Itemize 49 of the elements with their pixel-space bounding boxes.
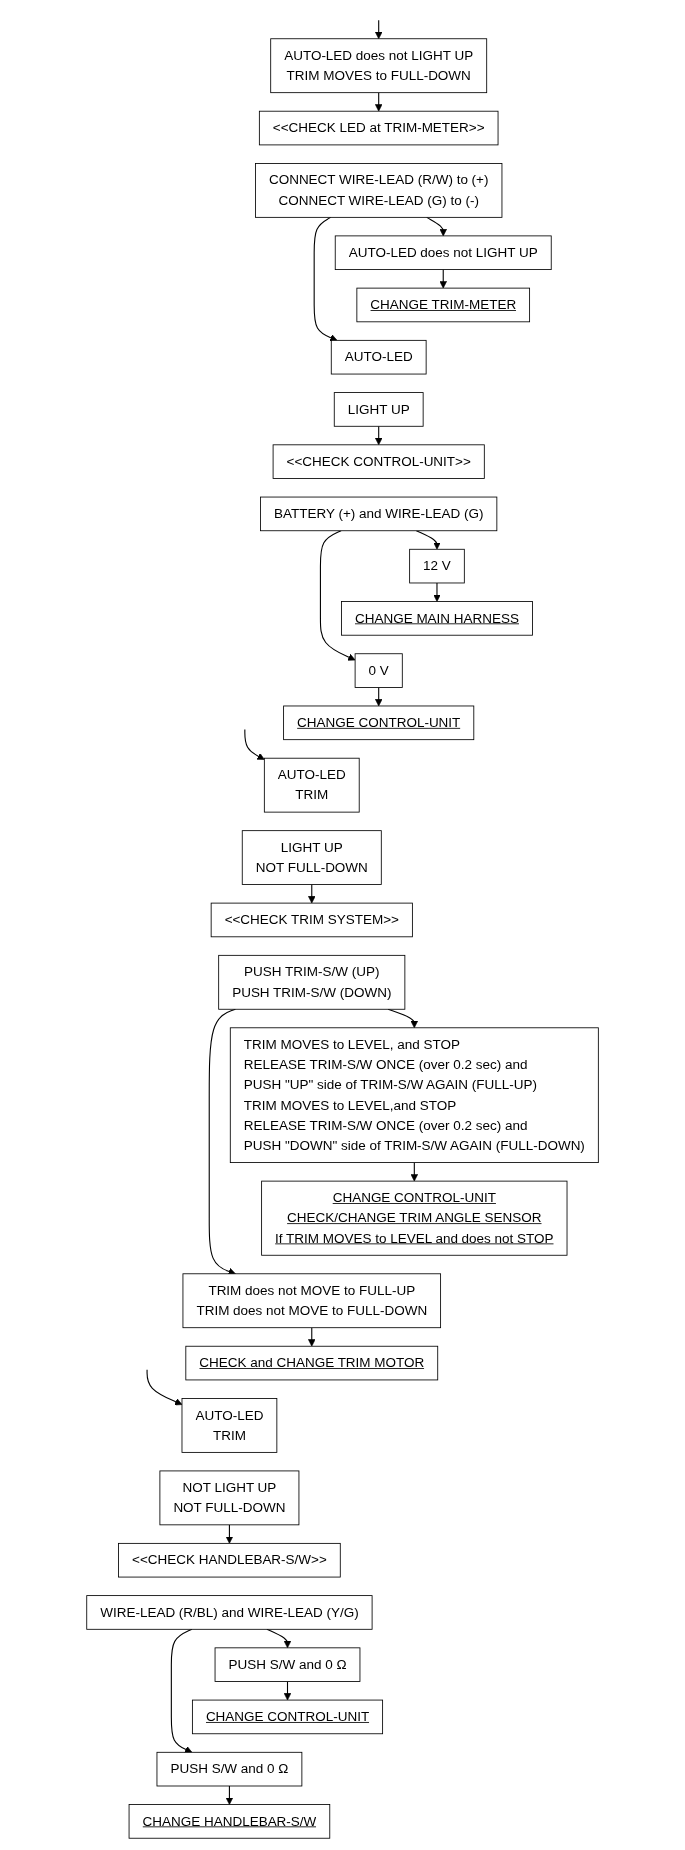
node-box: <<CHECK TRIM SYSTEM>> (210, 902, 413, 938)
node-box: CHANGE MAIN HARNESS (341, 601, 533, 636)
node-box: CHANGE HANDLEBAR-S/W (128, 1804, 331, 1839)
node-box: <<CHECK LED at TRIM-METER>> (258, 110, 499, 146)
node-box: PUSH S/W and 0 Ω (214, 1647, 361, 1682)
arrow (170, 1628, 193, 1753)
node-box: <<CHECK CONTROL-UNIT>> (272, 444, 485, 479)
arrow (146, 1369, 183, 1406)
node-box: CONNECT WIRE-LEAD (R/W) to (+) CONNECT WIRE-LEAD (G) to (-) (255, 163, 503, 218)
arrow (308, 1327, 316, 1347)
node-box: WIRE-LEAD (R/BL) and WIRE-LEAD (Y/G) (86, 1595, 373, 1630)
arrow (374, 92, 383, 112)
arrow (415, 530, 441, 550)
arrow (266, 1628, 292, 1649)
node-box: LIGHT UP NOT FULL-DOWN (241, 830, 382, 885)
arrow (319, 530, 356, 661)
node-box: BATTERY (+) and WIRE-LEAD (G) (260, 496, 498, 532)
node-box: CHECK and CHANGE TRIM MOTOR (185, 1345, 439, 1381)
node-box: CHANGE CONTROL-UNIT (283, 705, 475, 741)
node-box: 0 V (354, 653, 403, 688)
arrow (374, 425, 383, 446)
node-box: TRIM MOVES to LEVEL, and STOP RELEASE TRIM-S/W ONCE (over 0.2 sec) and PUSH "UP" side of TRIM-S/W AGAIN (FULL-UP) TRIM MOVES to LEVEL,and STOP RELEASE TRIM-S/W ONCE (over 0.2 sec) and PUSH "DOWN" side of TRIM-S/W AGAIN (FULL-DOWN) (229, 1027, 599, 1163)
node-box: AUTO-LED (330, 339, 427, 375)
node-box: TRIM does not MOVE to FULL-UP TRIM does not MOVE to FULL-DOWN (182, 1273, 441, 1329)
node-box: AUTO-LED TRIM (181, 1398, 278, 1453)
arrow (374, 19, 383, 40)
node-box: CHANGE CONTROL-UNIT CHECK/CHANGE TRIM ANGLE SENSOR If TRIM MOVES to LEVEL and does not STOP (261, 1180, 568, 1256)
arrow (308, 884, 316, 904)
node-box: 12 V (409, 548, 465, 584)
node-box: <<CHECK HANDLEBAR-S/W>> (118, 1542, 341, 1578)
arrow (283, 1681, 292, 1701)
arrow (244, 729, 265, 760)
arrow (225, 1524, 234, 1544)
arrow (433, 582, 441, 602)
node-box: CHANGE CONTROL-UNIT (191, 1699, 383, 1735)
node-box: NOT LIGHT UP NOT FULL-DOWN (159, 1470, 300, 1526)
node-box: AUTO-LED TRIM (263, 757, 360, 813)
arrow (426, 216, 447, 237)
arrow (225, 1785, 234, 1805)
arrow (313, 216, 338, 342)
node-box: AUTO-LED does not LIGHT UP (334, 235, 552, 270)
node-box: CHANGE TRIM-METER (356, 287, 530, 323)
node-box: PUSH S/W and 0 Ω (156, 1751, 303, 1787)
node-box: AUTO-LED does not LIGHT UP TRIM MOVES to FULL-DOWN (270, 38, 488, 94)
arrow (439, 269, 447, 289)
arrow (374, 686, 383, 707)
node-box: PUSH TRIM-S/W (UP) PUSH TRIM-S/W (DOWN) (218, 954, 406, 1010)
node-box: LIGHT UP (333, 392, 424, 427)
arrow (410, 1162, 418, 1182)
